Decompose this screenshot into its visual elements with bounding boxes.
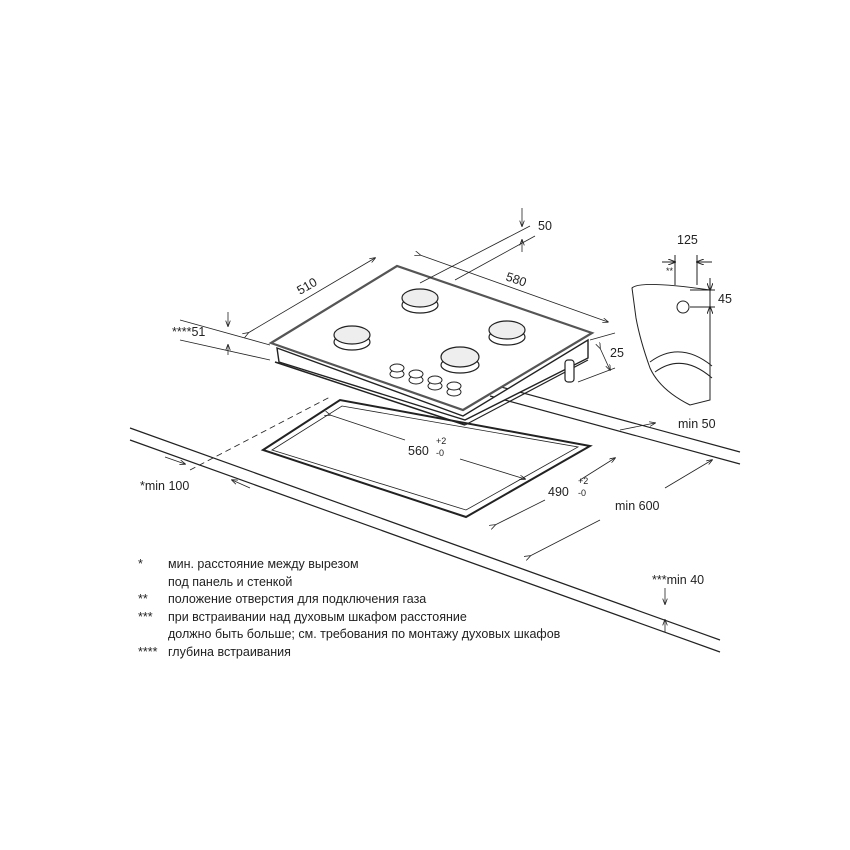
dim-side-min: *min 100	[140, 479, 189, 493]
legend-mark: **	[138, 592, 148, 607]
legend-mark	[138, 626, 168, 644]
dim-cutout-depth: 490	[548, 485, 569, 499]
tol-plus: +2	[436, 436, 446, 446]
legend-row: под панель и стенкой	[138, 574, 560, 592]
legend-mark: ****	[138, 644, 158, 659]
legend-mark: ***	[138, 609, 153, 624]
legend-text: должно быть больше; см. требования по мо…	[168, 627, 561, 642]
legend: * мин. расстояние между вырезом под панел…	[138, 556, 560, 662]
legend-row: должно быть больше; см. требования по мо…	[138, 626, 560, 644]
dim-back-min: min 50	[678, 417, 716, 431]
knobs	[389, 363, 462, 397]
legend-mark	[138, 574, 168, 592]
gas-connection-detail	[631, 255, 715, 406]
legend-text: положение отверстия для подключения газа	[168, 592, 427, 607]
legend-mark: *	[138, 557, 143, 571]
dim-width: 580	[504, 270, 528, 290]
dim-embed-depth: ****51	[172, 325, 205, 339]
dim-gas-mark: **	[666, 266, 674, 276]
dim-counter-min: min 600	[615, 499, 660, 513]
tol-plus: +2	[578, 476, 588, 486]
tol-minus: -0	[578, 488, 586, 498]
dim-depth: 510	[295, 275, 320, 298]
tol-minus: -0	[436, 448, 444, 458]
countertop	[129, 383, 741, 653]
legend-row: ** положение отверстия для подключения га…	[138, 591, 560, 609]
gas-pipe	[564, 359, 575, 383]
dim-oven-min: ***min 40	[652, 573, 704, 587]
legend-text: мин. расстояние между вырезом	[168, 557, 359, 571]
cutout	[260, 398, 593, 519]
legend-row: *** при встраивании над духовым шкафом ра…	[138, 609, 560, 627]
legend-row: **** глубина встраивания	[138, 644, 560, 662]
dim-top-clearance: 50	[538, 219, 552, 233]
legend-row: * мин. расстояние между вырезом	[138, 556, 560, 574]
dim-height: 25	[610, 346, 624, 360]
legend-text: под панель и стенкой	[168, 574, 293, 589]
legend-text: при встраивании над духовым шкафом расст…	[168, 609, 467, 624]
legend-text: глубина встраивания	[168, 644, 291, 659]
dim-gas-height: 45	[718, 292, 732, 306]
hob	[268, 264, 595, 426]
dim-gas-offset: 125	[677, 233, 698, 247]
dim-cutout-width: 560	[408, 444, 429, 458]
